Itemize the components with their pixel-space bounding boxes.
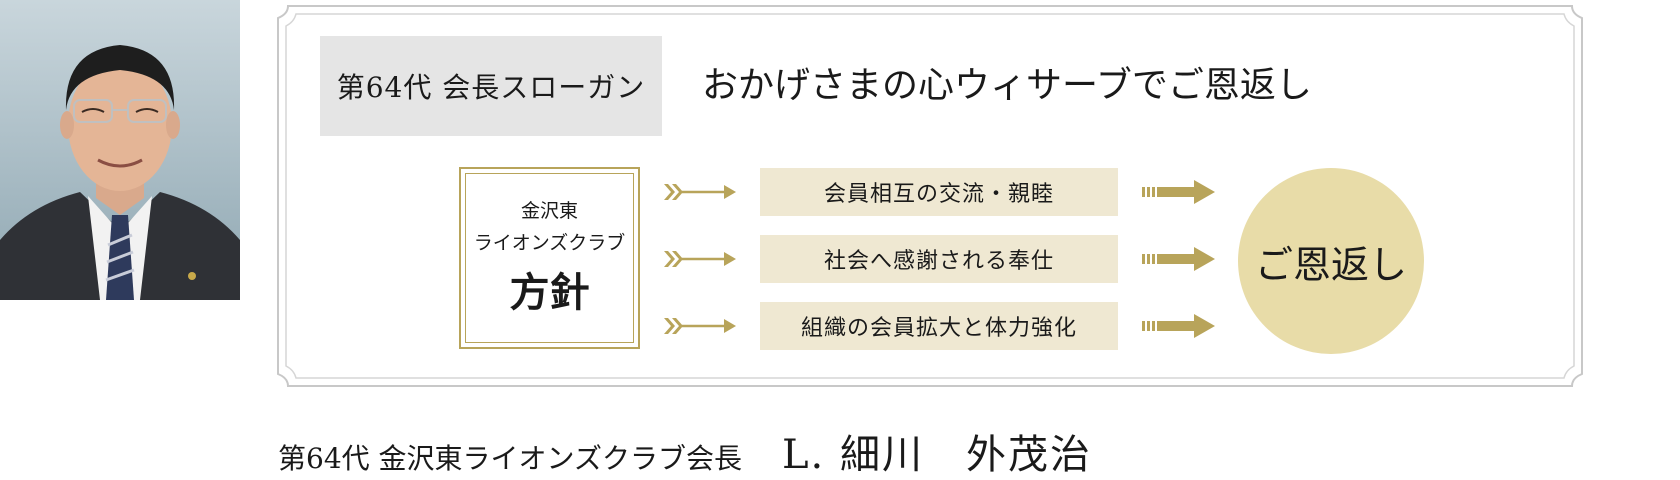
slogan-text: おかげさまの心ウィサーブでご恩返し — [702, 65, 1312, 106]
policy-club-line2: ライオンズクラブ — [473, 232, 626, 254]
chevron-arrow-right-icon — [664, 184, 736, 200]
policy-item-1: 会員相互の交流・親睦 — [760, 168, 1118, 216]
policy-item-2: 社会へ感謝される奉仕 — [760, 235, 1118, 283]
policy-item-3: 組織の会員拡大と体力強化 — [760, 302, 1118, 350]
slogan-label: 第64代 会長スローガン — [320, 36, 662, 136]
bold-arrow-right-icon — [1142, 247, 1215, 271]
decorative-frame — [277, 5, 1583, 387]
policy-title: 方針 — [509, 269, 590, 316]
goal-circle: ご恩返し — [1238, 168, 1424, 354]
portrait-illustration — [0, 0, 240, 300]
chevron-arrow-right-icon — [664, 251, 736, 267]
bold-arrow-right-icon — [1142, 314, 1215, 338]
policy-inner-frame: 金沢東 ライオンズクラブ 方針 — [465, 173, 634, 343]
chevron-arrow-right-icon — [664, 318, 736, 334]
president-portrait — [0, 0, 240, 300]
president-role: 第64代 金沢東ライオンズクラブ会長 — [278, 442, 742, 475]
bold-arrow-right-icon — [1142, 180, 1215, 204]
policy-club-line1: 金沢東 — [520, 200, 578, 222]
president-name: L. 細川 外茂治 — [781, 432, 1092, 478]
policy-box: 金沢東 ライオンズクラブ 方針 — [459, 167, 640, 349]
president-signature: 第64代 金沢東ライオンズクラブ会長 L. 細川 外茂治 — [278, 422, 1092, 478]
